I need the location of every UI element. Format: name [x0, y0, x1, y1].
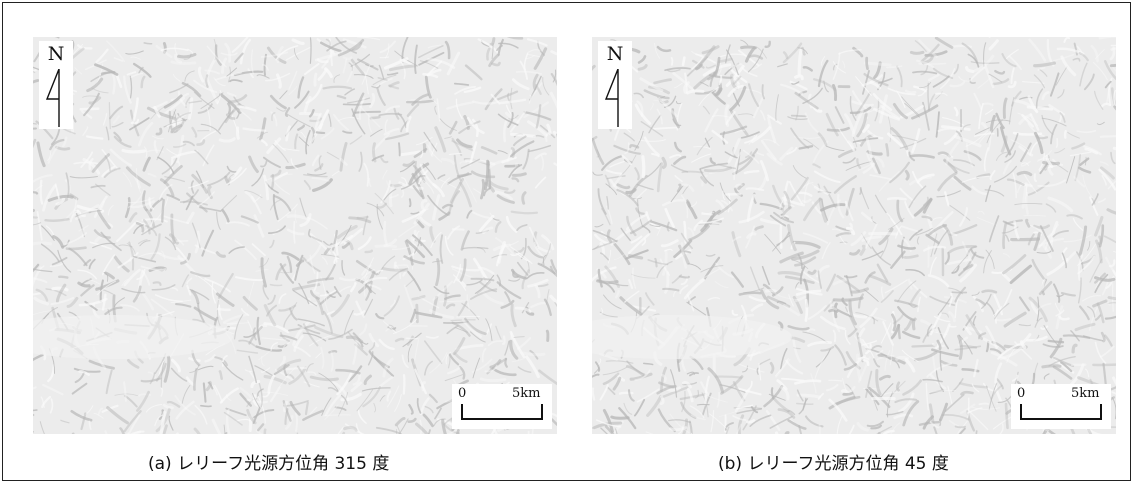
hillshade-relief-a [33, 37, 557, 434]
scale-label-end: 5km [512, 386, 541, 401]
north-arrow-icon [45, 69, 60, 127]
hillshade-relief-b [592, 37, 1116, 434]
caption-a: (a) レリーフ光源方位角 315 度 [148, 454, 390, 474]
hillshade-map-panel-b: N 0 5km [592, 37, 1116, 434]
north-arrow-icon [604, 69, 619, 127]
north-label: N [606, 43, 624, 65]
scale-bar: 0 5km [452, 384, 552, 429]
scale-label-end: 5km [1071, 386, 1100, 401]
north-label: N [47, 43, 65, 65]
scale-label-start: 0 [458, 386, 467, 401]
north-arrow: N [39, 41, 73, 129]
hillshade-map-panel-a: N 0 5km [33, 37, 557, 434]
scale-bar: 0 5km [1011, 384, 1111, 429]
north-arrow: N [598, 41, 632, 129]
scale-label-start: 0 [1017, 386, 1026, 401]
scale-bar-icon [1020, 404, 1102, 420]
caption-b: (b) レリーフ光源方位角 45 度 [718, 454, 949, 474]
scale-bar-icon [461, 404, 543, 420]
